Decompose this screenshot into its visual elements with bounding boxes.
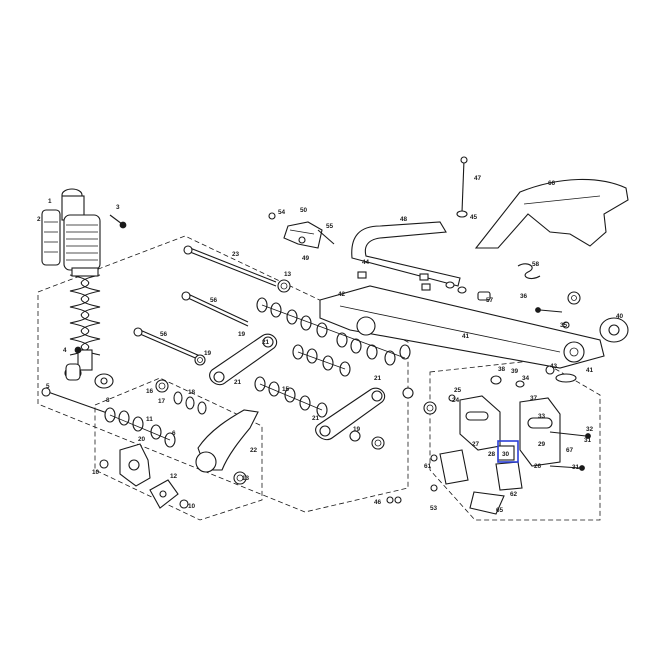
callout-46: 46 <box>374 499 382 506</box>
axle-bolt-47 <box>456 156 468 218</box>
callout-29: 29 <box>538 441 546 448</box>
callout-28: 28 <box>488 451 496 458</box>
callout-3: 3 <box>116 204 120 211</box>
callout-15: 15 <box>282 386 290 393</box>
swingarm <box>319 285 605 369</box>
callout-10-bottom: 10 <box>188 503 196 510</box>
callout-20: 20 <box>138 436 146 443</box>
linkage-rods <box>209 333 386 441</box>
callout-21-b: 21 <box>262 339 270 346</box>
callout-5: 5 <box>46 383 50 390</box>
spring-clip <box>517 263 541 280</box>
chain-adjuster <box>386 365 591 515</box>
callout-56-b: 56 <box>160 331 168 338</box>
callout-39: 39 <box>511 368 519 375</box>
callout-10-left: 10 <box>92 469 100 476</box>
callout-24: 24 <box>452 397 460 404</box>
callout-42: 42 <box>338 291 346 298</box>
callout-labels: 1 2 3 4 5 6 8 10 10 11 12 13 13 15 16 17… <box>37 175 624 514</box>
callout-23: 23 <box>232 251 240 258</box>
callout-13-bottom: 13 <box>242 475 250 482</box>
chain-guard <box>474 178 629 249</box>
callout-13-top: 13 <box>284 271 292 278</box>
callout-34: 34 <box>522 375 530 382</box>
callout-2: 2 <box>37 216 41 223</box>
callout-41-b: 41 <box>586 367 594 374</box>
callout-19-a: 19 <box>204 350 212 357</box>
callout-44: 44 <box>362 259 370 266</box>
callout-67: 67 <box>566 447 574 454</box>
rocker-lower <box>119 409 259 509</box>
shock-mount-parts <box>65 346 82 381</box>
highlight-box <box>497 440 519 463</box>
nuts <box>99 279 437 509</box>
callout-54: 54 <box>278 209 286 216</box>
callout-32: 32 <box>586 426 594 433</box>
callout-56-a: 56 <box>210 297 218 304</box>
callout-50: 50 <box>300 207 308 214</box>
callout-41-a: 41 <box>462 333 470 340</box>
assembly-frame-left <box>37 235 409 521</box>
callout-18: 18 <box>188 389 196 396</box>
callout-19-b: 19 <box>238 331 246 338</box>
callout-45: 45 <box>470 214 478 221</box>
callout-4: 4 <box>63 347 67 354</box>
callout-21-a: 21 <box>234 379 242 386</box>
callout-47: 47 <box>474 175 482 182</box>
callout-17: 17 <box>158 398 166 405</box>
callout-35: 35 <box>560 322 568 329</box>
callout-48: 48 <box>400 216 408 223</box>
assembly-frame-right <box>429 359 601 521</box>
callout-30: 30 <box>502 451 510 458</box>
callout-31-a: 31 <box>584 437 592 444</box>
bearing-stacks <box>104 297 411 448</box>
callout-58: 58 <box>532 261 540 268</box>
callout-61: 61 <box>424 463 432 470</box>
small-parts-44 <box>357 271 467 294</box>
callout-26: 26 <box>534 463 542 470</box>
callout-8: 8 <box>106 397 110 404</box>
callout-22: 22 <box>250 447 258 454</box>
callout-49: 49 <box>302 255 310 262</box>
callout-25: 25 <box>454 387 462 394</box>
callout-33: 33 <box>538 413 546 420</box>
callout-57: 57 <box>486 297 494 304</box>
callout-31-b: 31 <box>572 464 580 471</box>
callout-19-c: 19 <box>353 426 361 433</box>
callout-38: 38 <box>498 366 506 373</box>
callout-1: 1 <box>48 198 52 205</box>
callout-11: 11 <box>146 416 153 423</box>
callout-65: 65 <box>496 507 504 514</box>
callout-36: 36 <box>520 293 528 300</box>
callout-21-d: 21 <box>374 375 382 382</box>
bracket-top <box>268 212 335 249</box>
shock-absorber <box>41 188 114 389</box>
callout-66: 66 <box>548 180 556 187</box>
callout-21-c: 21 <box>312 415 320 422</box>
callout-27: 27 <box>472 441 480 448</box>
callout-55: 55 <box>326 223 334 230</box>
callout-16: 16 <box>146 388 154 395</box>
bolt-3 <box>109 214 127 229</box>
callout-43: 43 <box>550 363 558 370</box>
callout-40: 40 <box>616 313 624 320</box>
rear-hardware <box>477 291 629 343</box>
callout-12: 12 <box>170 473 178 480</box>
chain-guide <box>351 221 461 287</box>
callout-6: 6 <box>172 430 176 437</box>
callout-62: 62 <box>510 491 518 498</box>
callout-37: 37 <box>530 395 538 402</box>
bolts-long <box>41 245 277 415</box>
callout-53: 53 <box>430 505 438 512</box>
